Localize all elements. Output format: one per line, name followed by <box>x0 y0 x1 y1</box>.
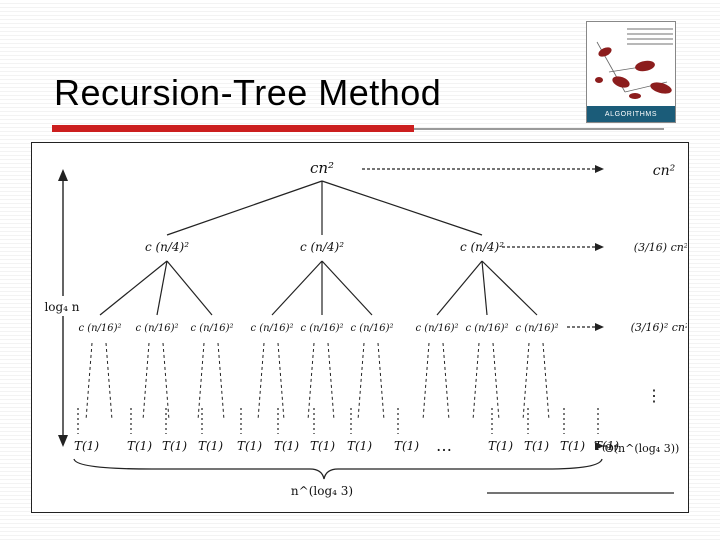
tree-drop-a-5 <box>357 342 365 421</box>
level-cost-arrowhead-1 <box>595 243 604 251</box>
level-cost-2: (3/16)² cn² <box>631 321 687 334</box>
slide-title: Recursion-Tree Method <box>54 72 442 113</box>
tree-level2-node: c (n/16)² <box>250 323 293 334</box>
tree-drop-a-0 <box>85 342 93 421</box>
tree-leaf: T(1) <box>524 439 549 453</box>
tree-drop-a-8 <box>522 342 530 421</box>
tree-level2-node: c (n/16)² <box>135 323 178 334</box>
leaf-level-cost: Θ(n^(log₄ 3)) <box>605 442 680 455</box>
height-arrow-down-head <box>58 435 68 447</box>
recursion-tree-svg: cn² c (n/4)² c (n/4)² c (n/4)² c (n/16)² c (n… <box>40 159 687 498</box>
tree-level2-node: c (n/16)² <box>300 323 343 334</box>
tree-edge-l1-2-2 <box>481 260 538 316</box>
tree-leaf: T(1) <box>74 439 99 453</box>
tree-drop-a-7 <box>472 342 480 421</box>
level-cost-arrowhead-3 <box>595 442 604 450</box>
tree-height-label: log₄ n <box>44 300 79 314</box>
tree-edge-l1-1-2 <box>321 260 373 316</box>
book-cover-title: ALGORITHMS <box>604 111 658 118</box>
tree-leaf: T(1) <box>394 439 419 453</box>
tree-drop-b-5 <box>377 342 385 421</box>
tree-drop-b-0 <box>105 342 113 421</box>
tree-level1-node: c (n/4)² <box>145 240 189 254</box>
tree-level2-node: c (n/16)² <box>190 323 233 334</box>
tree-width-label: n^(log₄ 3) <box>291 484 353 498</box>
title-underline-accent <box>52 125 414 132</box>
tree-drop-a-1 <box>142 342 150 421</box>
title-underline-rule <box>414 128 664 130</box>
tree-width-brace <box>73 458 603 480</box>
tree-drop-b-8 <box>542 342 550 421</box>
tree-leaf: T(1) <box>127 439 152 453</box>
tree-edge-root-2 <box>321 180 483 236</box>
tree-edge-l1-0-2 <box>166 260 213 316</box>
tree-edge-root-0 <box>166 180 323 236</box>
tree-leaf: T(1) <box>310 439 335 453</box>
leaf-ellipsis: … <box>436 436 452 455</box>
tree-level1-node: c (n/4)² <box>460 240 504 254</box>
tree-leaf: T(1) <box>237 439 262 453</box>
height-label-bg <box>40 296 86 316</box>
tree-level2-node: c (n/16)² <box>415 323 458 334</box>
level-cost-arrowhead-0 <box>595 165 604 173</box>
tree-drop-b-6 <box>442 342 450 421</box>
tree-drop-a-4 <box>307 342 315 421</box>
recursion-tree-diagram: cn² c (n/4)² c (n/4)² c (n/4)² c (n/16)² c (n… <box>31 142 689 513</box>
tree-level2-node: c (n/16)² <box>350 323 393 334</box>
tree-drop-b-4 <box>327 342 335 421</box>
tree-leaf: T(1) <box>560 439 585 453</box>
level-cost-vertical-ellipsis: ⋮ <box>646 386 662 405</box>
tree-edge-l1-0-0 <box>99 260 168 316</box>
tree-leaf: T(1) <box>488 439 513 453</box>
tree-leaf: T(1) <box>347 439 372 453</box>
book-title-band <box>587 106 675 122</box>
tree-drop-b-1 <box>162 342 170 421</box>
tree-leaf: T(1) <box>162 439 187 453</box>
tree-level2-node: c (n/16)² <box>515 323 558 334</box>
height-arrow-up-head <box>58 169 68 181</box>
tree-drop-b-3 <box>277 342 285 421</box>
tree-edge-l1-2-1 <box>481 260 488 316</box>
tree-level2-node: c (n/16)² <box>465 323 508 334</box>
tree-edge-l1-2-0 <box>436 260 483 316</box>
tree-edge-l1-1-0 <box>271 260 323 316</box>
level-cost-arrowhead-2 <box>595 323 604 331</box>
book-cover-art <box>595 41 672 99</box>
tree-drop-b-7 <box>492 342 500 421</box>
tree-edge-l1-0-1 <box>156 260 168 316</box>
tree-leaf: T(1) <box>274 439 299 453</box>
tree-level2-node: c (n/16)² <box>78 323 121 334</box>
book-author-lines <box>627 28 673 48</box>
tree-drop-a-2 <box>197 342 205 421</box>
level-cost-0: cn² <box>653 163 676 179</box>
tree-level1-node: c (n/4)² <box>300 240 344 254</box>
tree-leaf: T(1) <box>198 439 223 453</box>
tree-drop-a-6 <box>422 342 430 421</box>
book-cover-image: ALGORITHMS <box>586 21 676 123</box>
level-cost-1: (3/16) cn² <box>634 241 687 254</box>
tree-root-label: cn² <box>310 159 334 177</box>
tree-drop-b-2 <box>217 342 225 421</box>
tree-drop-a-3 <box>257 342 265 421</box>
